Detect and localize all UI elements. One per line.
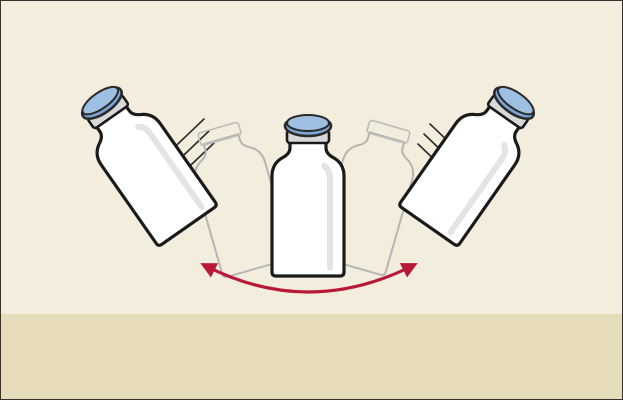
- background-lower: [0, 314, 623, 400]
